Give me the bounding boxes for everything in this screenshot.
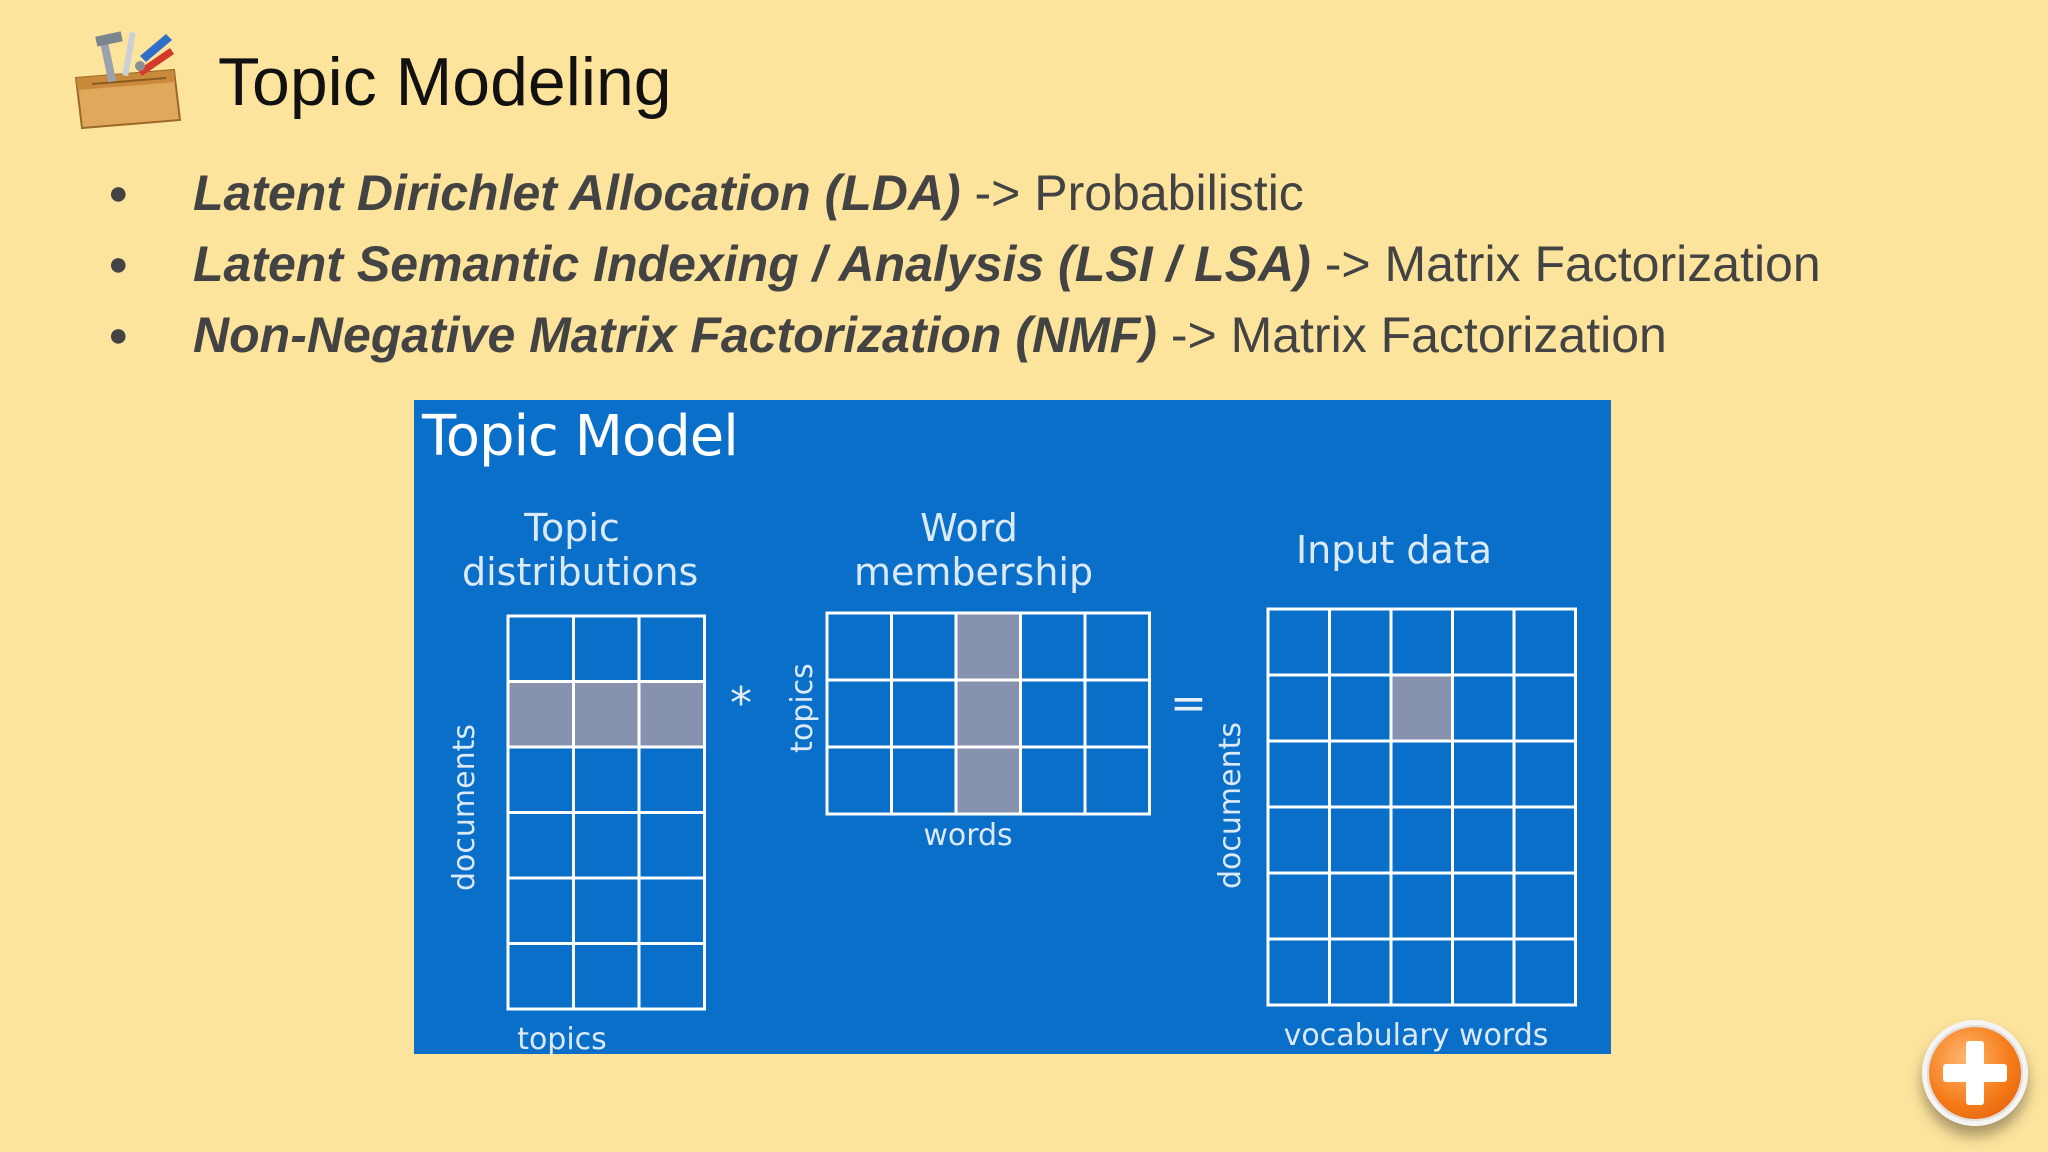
matrix-header-line: membership	[854, 550, 1094, 594]
matrix-cell	[1389, 937, 1454, 1007]
matrix-cell	[1451, 871, 1516, 941]
matrix-cell	[1512, 673, 1577, 743]
highlighted-cell	[954, 678, 1022, 749]
topic-distributions-header: Topic distributions	[462, 506, 699, 594]
matrix-cell	[506, 614, 575, 683]
word-membership-matrix	[825, 611, 1151, 816]
matrix-cell	[890, 678, 958, 749]
matrix-header-line: Word	[920, 506, 1018, 550]
matrix-cell	[1512, 871, 1577, 941]
matrix-cell	[1512, 937, 1577, 1007]
matrix-cell	[825, 745, 893, 816]
matrix-cell	[1512, 739, 1577, 809]
bullet-term: Latent Semantic Indexing / Analysis (LSI…	[193, 236, 1311, 292]
matrix-cell	[1328, 673, 1393, 743]
matrix-cell	[1328, 805, 1393, 875]
matrix-cell	[1266, 739, 1331, 809]
matrix-cell	[637, 745, 706, 814]
topics-axis-label: topics	[785, 663, 820, 753]
matrix-cell	[1451, 937, 1516, 1007]
topic-model-diagram: Topic Model Topic distributions document…	[414, 400, 1611, 1057]
diagram-title: Topic Model	[422, 404, 739, 469]
matrix-cell	[1266, 607, 1331, 677]
matrix-cell	[637, 876, 706, 945]
matrix-cell	[506, 876, 575, 945]
highlighted-cell	[637, 680, 706, 749]
bullet-marker: ●	[108, 174, 129, 212]
matrix-cell	[637, 942, 706, 1011]
bullet-marker: ●	[108, 245, 129, 283]
bullet-description: -> Probabilistic	[960, 165, 1304, 221]
highlighted-cell	[1389, 673, 1454, 743]
word-membership-header: Word membership	[854, 506, 1094, 594]
matrix-cell	[1451, 673, 1516, 743]
bullet-marker: ●	[108, 316, 129, 354]
matrix-cell	[572, 942, 641, 1011]
matrix-header-line: distributions	[462, 550, 699, 594]
matrix-cell	[1451, 607, 1516, 677]
bullet-term: Latent Dirichlet Allocation (LDA)	[193, 165, 961, 221]
matrix-cell	[506, 942, 575, 1011]
input-data-header: Input data	[1295, 528, 1493, 572]
matrix-cell	[1019, 745, 1087, 816]
matrix-cell	[1512, 805, 1577, 875]
matrix-cell	[825, 611, 893, 682]
matrix-cell	[572, 614, 641, 683]
matrix-cell	[1328, 871, 1393, 941]
highlighted-cell	[572, 680, 641, 749]
highlighted-cell	[506, 680, 575, 749]
matrix-cell	[637, 811, 706, 880]
matrix-cell	[1083, 678, 1151, 749]
equals-operator: =	[1170, 678, 1207, 729]
matrix-cell	[1266, 937, 1331, 1007]
toolbox-icon	[74, 31, 182, 130]
matrix-cell	[572, 745, 641, 814]
matrix-cell	[1019, 678, 1087, 749]
matrix-cell	[1451, 739, 1516, 809]
matrix-cell	[1266, 871, 1331, 941]
bullet-term: Non-Negative Matrix Factorization (NMF)	[193, 307, 1157, 363]
vocabulary-words-axis-label: vocabulary words	[1283, 1018, 1549, 1053]
bullet-description: -> Matrix Factorization	[1310, 236, 1821, 292]
matrix-cell	[1266, 673, 1331, 743]
matrix-cell	[825, 678, 893, 749]
matrix-cell	[1389, 805, 1454, 875]
topics-axis-label: topics	[517, 1022, 607, 1057]
highlighted-cell	[954, 611, 1022, 682]
documents-axis-label: documents	[447, 724, 482, 891]
matrix-cell	[1512, 607, 1577, 677]
matrix-cell	[572, 811, 641, 880]
matrix-cell	[1328, 607, 1393, 677]
matrix-cell	[1328, 739, 1393, 809]
matrix-cell	[1389, 871, 1454, 941]
matrix-cell	[506, 745, 575, 814]
input-data-matrix	[1266, 607, 1577, 1007]
matrix-cell	[1389, 739, 1454, 809]
highlighted-cell	[954, 745, 1022, 816]
matrix-cell	[1083, 611, 1151, 682]
matrix-cell	[1083, 745, 1151, 816]
topic-distributions-matrix	[506, 614, 706, 1011]
matrix-cell	[637, 614, 706, 683]
matrix-cell	[1266, 805, 1331, 875]
matrix-cell	[890, 611, 958, 682]
matrix-cell	[506, 811, 575, 880]
documents-axis-label: documents	[1213, 722, 1248, 889]
matrix-header-line: Topic	[524, 506, 620, 550]
matrix-cell	[1389, 607, 1454, 677]
matrix-cell	[1019, 611, 1087, 682]
multiply-operator: *	[730, 678, 752, 729]
matrix-cell	[890, 745, 958, 816]
matrix-cell	[1451, 805, 1516, 875]
words-axis-label: words	[923, 818, 1013, 853]
matrix-cell	[1328, 937, 1393, 1007]
slide-title: Topic Modeling	[218, 44, 672, 120]
matrix-grids	[506, 607, 1577, 1011]
matrix-cell	[572, 876, 641, 945]
help-button[interactable]	[1922, 1020, 2028, 1126]
bullet-description: -> Matrix Factorization	[1156, 307, 1667, 363]
